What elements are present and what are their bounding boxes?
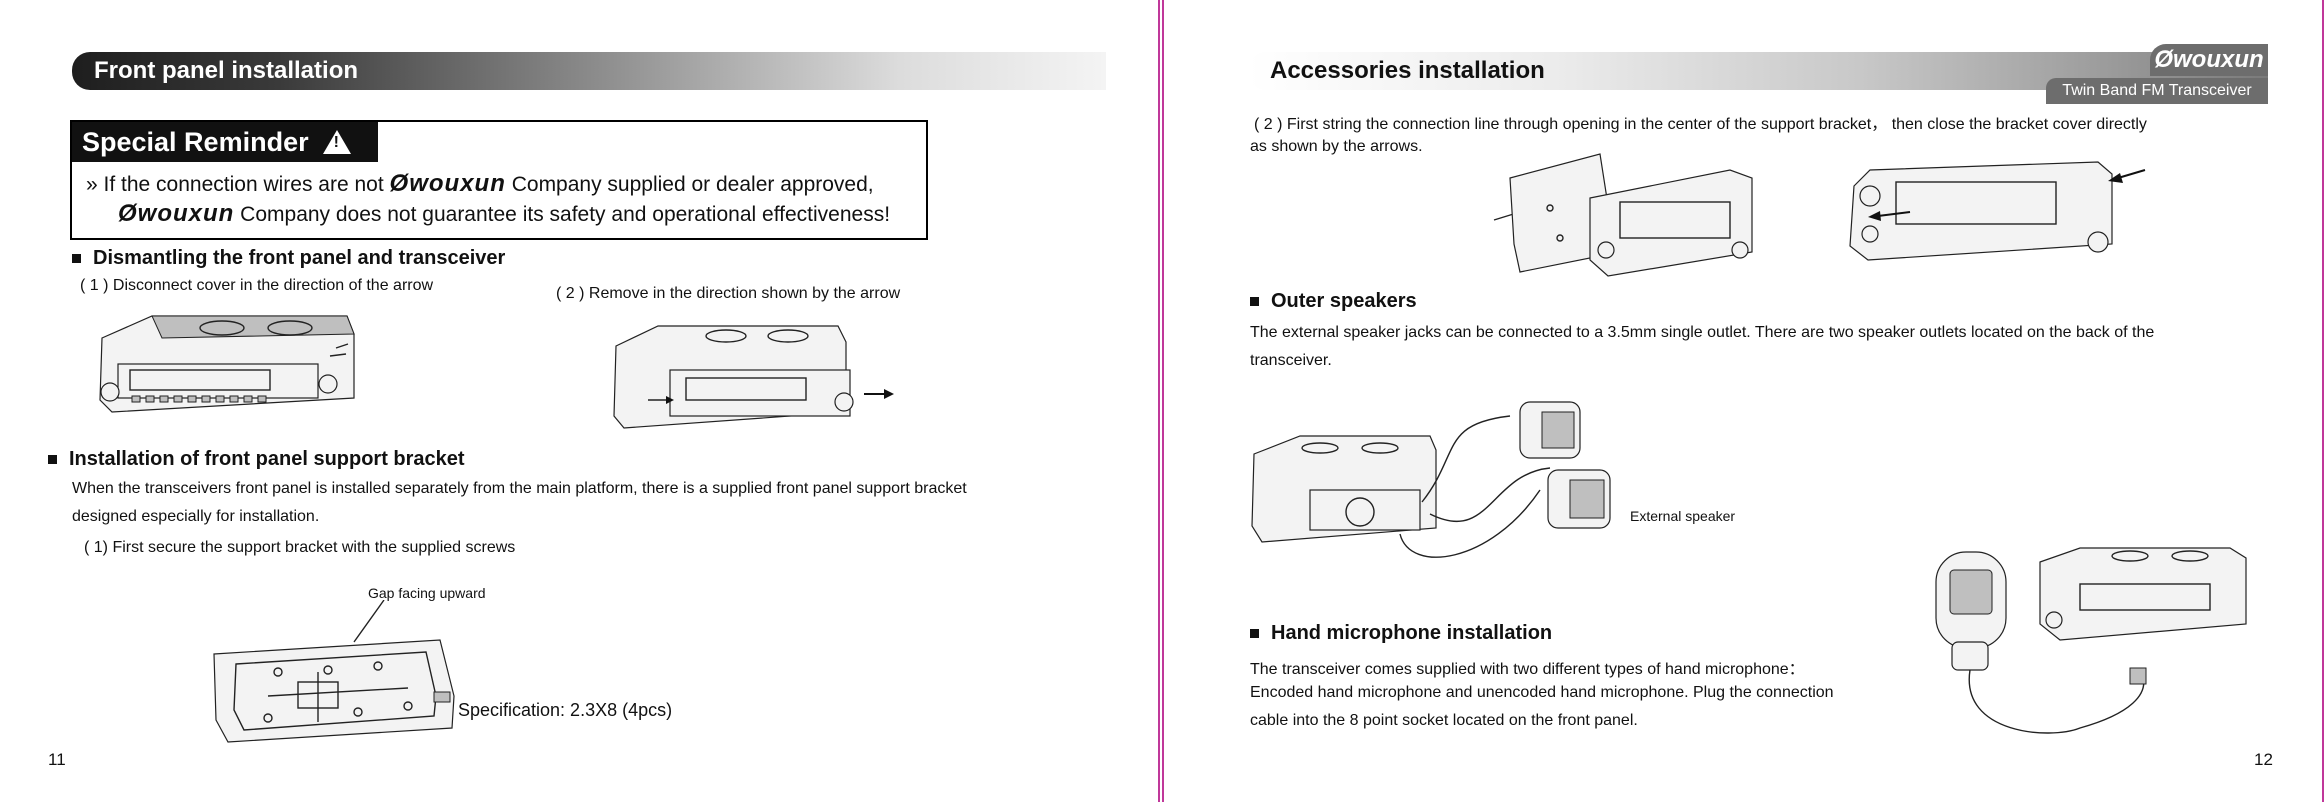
dismantling-heading: Dismantling the front panel and transcei…	[72, 247, 505, 270]
brand-subtitle: Twin Band FM Transceiver	[2046, 78, 2268, 104]
bracket-heading: Installation of front panel support brac…	[48, 448, 465, 471]
bracket-paragraph-line-1: When the transceivers front panel is ins…	[72, 480, 967, 497]
external-speaker-illustration	[1251, 401, 1611, 558]
left-page-header: Front panel installation	[72, 52, 1106, 90]
microphone-paragraph-line-1: The transceiver comes supplied with two …	[1250, 661, 1805, 678]
radio-cover-removal-illustration	[99, 315, 355, 413]
right-page-header-title: Accessories installation	[1270, 57, 1545, 84]
book-spine-left	[1158, 0, 1160, 802]
speakers-paragraph-line-1: The external speaker jacks can be connec…	[1250, 324, 2155, 341]
bracket-paragraph-line-2: designed especially for installation.	[72, 508, 320, 525]
reminder-line-1: » If the connection wires are not Øwouxu…	[86, 170, 874, 198]
button-row	[131, 395, 267, 403]
special-reminder-title: Special Reminder	[72, 122, 378, 162]
accessories-step-2-line-1: ( 2 ) First string the connection line t…	[1254, 116, 2147, 133]
square-bullet-icon	[1250, 297, 1259, 306]
radio-panel-removal-illustration	[613, 325, 894, 429]
wouxun-logo-inline: Øwouxun	[389, 170, 506, 197]
reminder-line-1-pre: If the connection wires are not	[103, 173, 384, 196]
screw-specification: Specification: 2.3X8 (4pcs)	[458, 700, 673, 720]
book-spine-right	[1162, 0, 1164, 802]
outer-speakers-heading: Outer speakers	[1250, 290, 1417, 313]
square-bullet-icon	[72, 254, 81, 263]
reminder-line-2: Øwouxun Company does not guarantee its s…	[118, 200, 890, 228]
special-reminder-title-text: Special Reminder	[82, 126, 309, 157]
hand-microphone-heading: Hand microphone installation	[1250, 622, 1552, 645]
bracket-step-1: ( 1) First secure the support bracket wi…	[84, 539, 516, 556]
left-page-header-title: Front panel installation	[94, 57, 359, 84]
closed-bracket-illustration	[1849, 161, 2146, 261]
dismantle-step-1: ( 1 ) Disconnect cover in the direction …	[80, 277, 434, 294]
square-bullet-icon	[48, 455, 57, 464]
reminder-line-2-post: Company does not guarantee its safety an…	[240, 203, 891, 226]
special-reminder-box: Special Reminder » If the connection wir…	[70, 120, 928, 240]
dismantle-step-2: ( 2 ) Remove in the direction shown by t…	[556, 285, 901, 302]
accessories-step-2-line-2: as shown by the arrows.	[1250, 138, 1423, 155]
hand-microphone-illustration	[1935, 547, 2247, 734]
square-bullet-icon	[1250, 629, 1259, 638]
gap-facing-upward-label: Gap facing upward	[368, 585, 486, 601]
page-edge-right	[2322, 0, 2324, 802]
microphone-paragraph-line-2: Encoded hand microphone and unencoded ha…	[1250, 684, 1834, 701]
speakers-paragraph-line-2: transceiver.	[1250, 352, 1332, 369]
page-number-left: 11	[48, 750, 66, 769]
bracket-panel-assembly-illustration	[1493, 153, 1753, 277]
wouxun-logo-inline: Øwouxun	[118, 200, 235, 227]
warning-icon	[322, 130, 351, 154]
microphone-paragraph-line-3: cable into the 8 point socket located on…	[1250, 712, 1638, 729]
double-chevron-icon: »	[86, 173, 98, 196]
left-page: Front panel installation Special Reminde…	[0, 0, 1160, 802]
external-speaker-label: External speaker	[1630, 508, 1736, 524]
support-bracket-illustration	[213, 600, 455, 743]
page-number-right: 12	[2254, 750, 2273, 769]
right-page-header: Accessories installation	[1248, 52, 2268, 90]
reminder-line-1-post: Company supplied or dealer approved,	[511, 173, 874, 196]
